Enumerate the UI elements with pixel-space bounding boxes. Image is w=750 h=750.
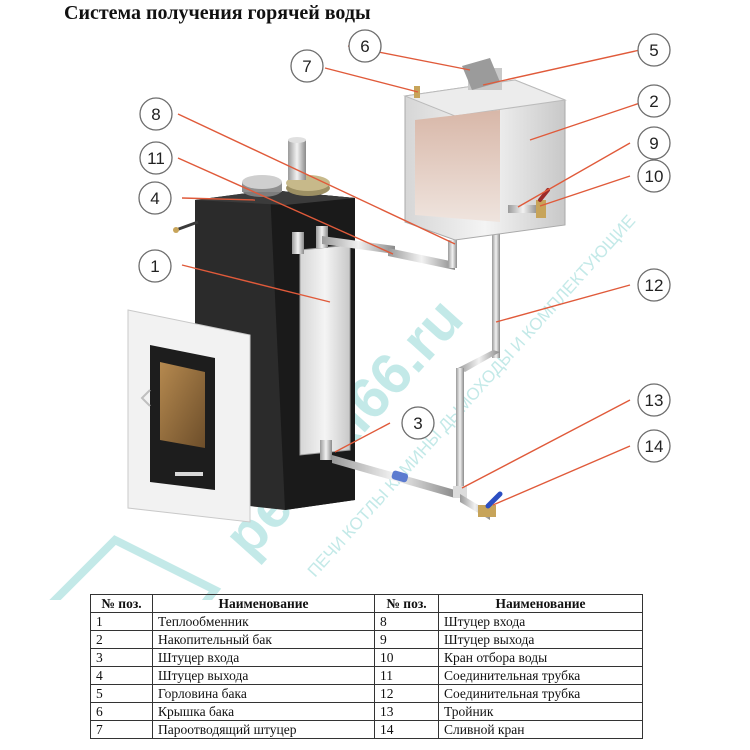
connecting-pipe-upper bbox=[322, 236, 457, 270]
svg-text:10: 10 bbox=[645, 167, 664, 186]
table-cell: 3 bbox=[90, 648, 153, 667]
outlet-fitting bbox=[175, 220, 199, 232]
callout-9: 9 bbox=[637, 126, 671, 160]
parts-table: № поз. Наименование № поз. Наименование … bbox=[90, 594, 643, 739]
callout-5: 5 bbox=[637, 33, 671, 67]
table-cell: 12 bbox=[374, 684, 439, 703]
table-cell: 13 bbox=[374, 702, 439, 721]
callout-14: 14 bbox=[637, 429, 671, 463]
table-cell: 8 bbox=[374, 612, 439, 631]
table-cell: 9 bbox=[374, 630, 439, 649]
callout-13: 13 bbox=[637, 383, 671, 417]
svg-text:11: 11 bbox=[147, 149, 165, 168]
table-cell: Соединительная трубка bbox=[438, 684, 643, 703]
callout-11: 11 bbox=[139, 141, 173, 175]
table-cell: Соединительная трубка bbox=[438, 666, 643, 685]
col-header-pos: № поз. bbox=[374, 594, 439, 613]
callout-4: 4 bbox=[138, 181, 172, 215]
table-cell: 11 bbox=[374, 666, 439, 685]
table-cell: Штуцер входа bbox=[152, 648, 375, 667]
storage-tank bbox=[403, 58, 567, 241]
col-header-name: Наименование bbox=[438, 594, 643, 613]
svg-text:12: 12 bbox=[645, 276, 664, 295]
table-cell: 10 bbox=[374, 648, 439, 667]
svg-text:3: 3 bbox=[413, 414, 422, 433]
table-cell: 6 bbox=[90, 702, 153, 721]
table-cell: 4 bbox=[90, 666, 153, 685]
svg-text:2: 2 bbox=[649, 92, 658, 111]
table-cell: 2 bbox=[90, 630, 153, 649]
table-row: 5 Горловина бака 12 Соединительная трубк… bbox=[90, 684, 643, 703]
svg-text:6: 6 bbox=[360, 37, 369, 56]
callout-8: 8 bbox=[139, 97, 173, 131]
table-cell: Штуцер входа bbox=[438, 612, 643, 631]
pipe-coupling bbox=[391, 470, 409, 483]
col-header-pos: № поз. bbox=[90, 594, 153, 613]
svg-text:1: 1 bbox=[150, 257, 159, 276]
heat-exchanger bbox=[292, 226, 351, 460]
table-row: 4 Штуцер выхода 11 Соединительная трубка bbox=[90, 666, 643, 685]
callout-12: 12 bbox=[637, 268, 671, 302]
callout-3: 3 bbox=[401, 406, 435, 440]
table-row: 3 Штуцер входа 10 Кран отбора воды bbox=[90, 648, 643, 667]
table-cell: Кран отбора воды bbox=[438, 648, 643, 667]
table-cell: 14 bbox=[374, 720, 439, 739]
table-cell: 5 bbox=[90, 684, 153, 703]
leader-lines bbox=[177, 45, 641, 506]
table-cell: 1 bbox=[90, 612, 153, 631]
table-header-row: № поз. Наименование № поз. Наименование bbox=[90, 594, 643, 613]
callout-2: 2 bbox=[637, 84, 671, 118]
table-row: 7 Пароотводящий штуцер 14 Сливной кран bbox=[90, 720, 643, 739]
table-cell: Сливной кран bbox=[438, 720, 643, 739]
table-row: 1 Теплообменник 8 Штуцер входа bbox=[90, 612, 643, 631]
table-row: 6 Крышка бака 13 Тройник bbox=[90, 702, 643, 721]
table-cell: Теплообменник bbox=[152, 612, 375, 631]
svg-text:7: 7 bbox=[302, 57, 311, 76]
svg-text:4: 4 bbox=[150, 189, 159, 208]
svg-text:13: 13 bbox=[645, 391, 664, 410]
table-cell: Накопительный бак bbox=[152, 630, 375, 649]
callout-7: 7 bbox=[290, 49, 324, 83]
table-cell: Штуцер выхода bbox=[438, 630, 643, 649]
table-cell: Горловина бака bbox=[152, 684, 375, 703]
col-header-name: Наименование bbox=[152, 594, 375, 613]
drain-valve bbox=[478, 491, 503, 517]
table-cell: Штуцер выхода bbox=[152, 666, 375, 685]
svg-text:14: 14 bbox=[645, 437, 664, 456]
callout-6: 6 bbox=[348, 29, 382, 63]
table-cell: Крышка бака bbox=[152, 702, 375, 721]
table-cell: Пароотводящий штуцер bbox=[152, 720, 375, 739]
callout-1: 1 bbox=[138, 249, 172, 283]
page-title: Система получения горячей воды bbox=[64, 2, 371, 24]
svg-text:5: 5 bbox=[649, 41, 658, 60]
svg-text:9: 9 bbox=[649, 134, 658, 153]
stove-door bbox=[127, 309, 251, 523]
table-cell: Тройник bbox=[438, 702, 643, 721]
table-row: 2 Накопительный бак 9 Штуцер выхода bbox=[90, 630, 643, 649]
system-diagram: pechki66.ru ПЕЧИ КОТЛЫ КАМИНЫ ДЫМОХОДЫ И… bbox=[49, 29, 671, 600]
callout-10: 10 bbox=[637, 159, 671, 193]
table-cell: 7 bbox=[90, 720, 153, 739]
svg-text:8: 8 bbox=[151, 105, 160, 124]
